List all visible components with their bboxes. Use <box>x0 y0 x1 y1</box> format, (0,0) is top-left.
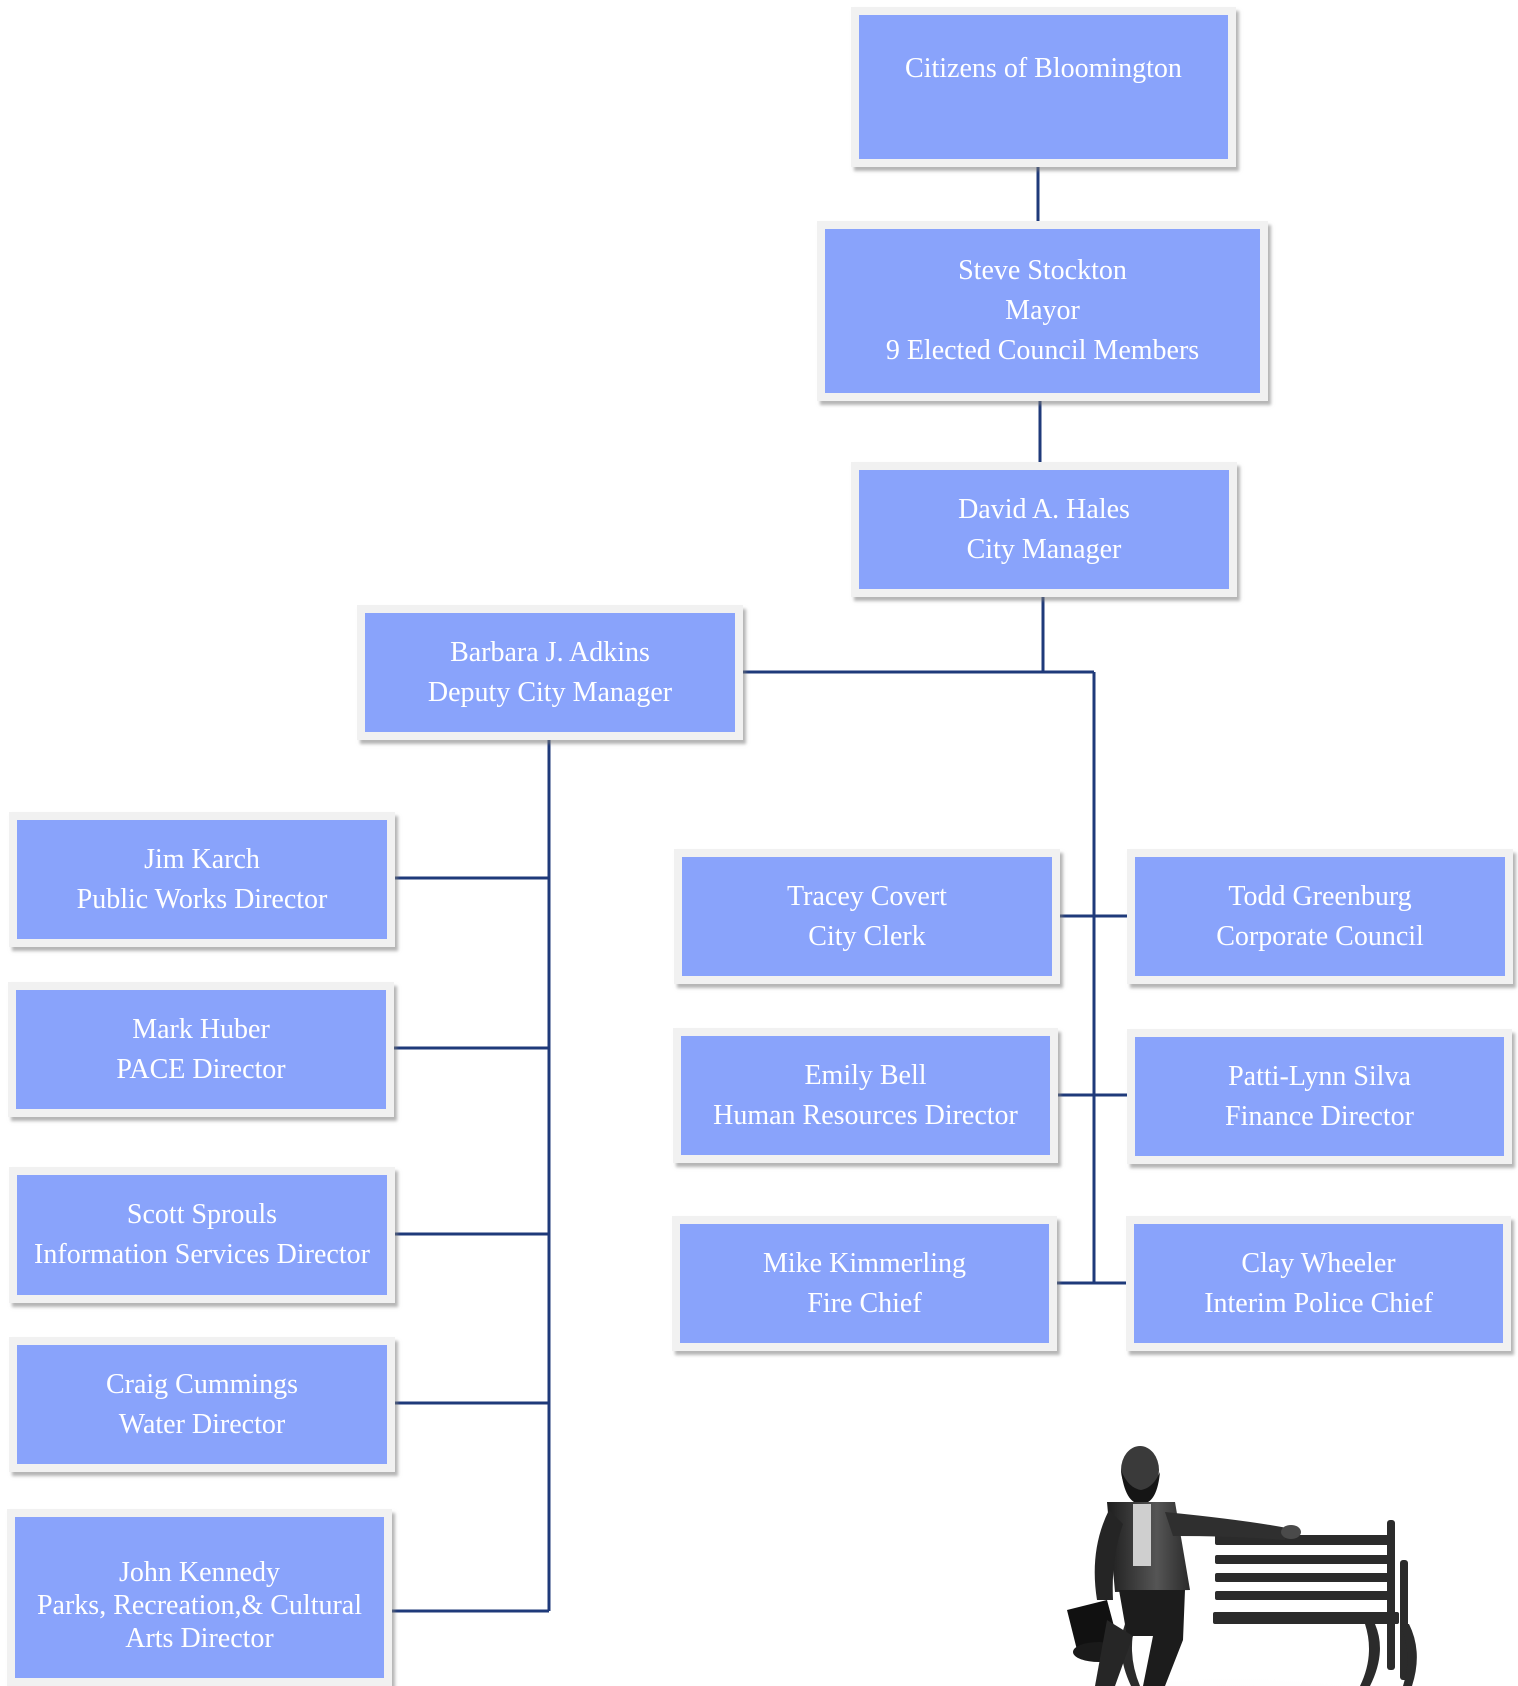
director-box-finance: Patti-Lynn Silva Finance Director <box>1127 1029 1512 1164</box>
city-manager-box: David A. Hales City Manager <box>851 462 1237 597</box>
director-name: Tracey Covert <box>787 880 947 912</box>
director-role: Public Works Director <box>76 883 328 915</box>
mayor-name: Steve Stockton <box>958 255 1127 286</box>
bench-icon <box>1121 1520 1417 1686</box>
director-role: PACE Director <box>116 1053 286 1085</box>
director-role: Information Services Director <box>34 1239 370 1270</box>
director-box-police: Clay Wheeler Interim Police Chief <box>1126 1216 1511 1351</box>
mayor-note: 9 Elected Council Members <box>885 335 1200 366</box>
director-name: Jim Karch <box>144 843 260 875</box>
director-name: Patti-Lynn Silva <box>1228 1060 1411 1092</box>
director-box-parks: John Kennedy Parks, Recreation,& Cultura… <box>7 1509 392 1686</box>
director-box-corporate-council: Todd Greenburg Corporate Council <box>1127 849 1513 984</box>
director-role: Finance Director <box>1225 1100 1414 1132</box>
director-role: Fire Chief <box>807 1287 922 1319</box>
lincoln-statue-icon <box>1015 1446 1435 1686</box>
director-name: Mark Huber <box>132 1013 270 1045</box>
director-box-information-services: Scott Sprouls Information Services Direc… <box>9 1167 395 1303</box>
director-role-cont: Arts Director <box>125 1623 274 1654</box>
deputy-name: Barbara J. Adkins <box>450 636 650 668</box>
city-manager-name: David A. Hales <box>958 493 1130 525</box>
deputy-role: Deputy City Manager <box>427 676 673 708</box>
director-name: Scott Sprouls <box>126 1199 278 1230</box>
director-name: John Kennedy <box>119 1557 280 1588</box>
director-role: Corporate Council <box>1216 920 1424 952</box>
director-name: Craig Cummings <box>105 1368 299 1400</box>
lincoln-figure-icon <box>1067 1446 1301 1686</box>
director-box-city-clerk: Tracey Covert City Clerk <box>674 849 1060 984</box>
mayor-role: Mayor <box>1005 295 1080 326</box>
director-role: Human Resources Director <box>713 1099 1018 1131</box>
director-name: Todd Greenburg <box>1228 880 1412 912</box>
citizens-box: Citizens of Bloomington <box>851 7 1236 167</box>
director-name: Clay Wheeler <box>1241 1247 1396 1279</box>
director-box-fire: Mike Kimmerling Fire Chief <box>672 1216 1057 1351</box>
director-name: Mike Kimmerling <box>763 1247 966 1279</box>
director-box-human-resources: Emily Bell Human Resources Director <box>673 1028 1058 1163</box>
director-role: City Clerk <box>808 920 926 952</box>
mayor-box: Steve Stockton Mayor 9 Elected Council M… <box>817 221 1268 401</box>
director-box-water: Craig Cummings Water Director <box>9 1337 395 1472</box>
director-box-public-works: Jim Karch Public Works Director <box>9 812 395 947</box>
director-name: Emily Bell <box>804 1059 927 1091</box>
deputy-box: Barbara J. Adkins Deputy City Manager <box>357 605 743 740</box>
director-role: Interim Police Chief <box>1204 1287 1433 1319</box>
citizens-title: Citizens of Bloomington <box>905 53 1182 84</box>
city-manager-role: City Manager <box>966 533 1122 565</box>
director-role: Parks, Recreation,& Cultural <box>36 1590 363 1621</box>
director-role: Water Director <box>118 1408 286 1440</box>
director-box-pace: Mark Huber PACE Director <box>8 982 394 1117</box>
